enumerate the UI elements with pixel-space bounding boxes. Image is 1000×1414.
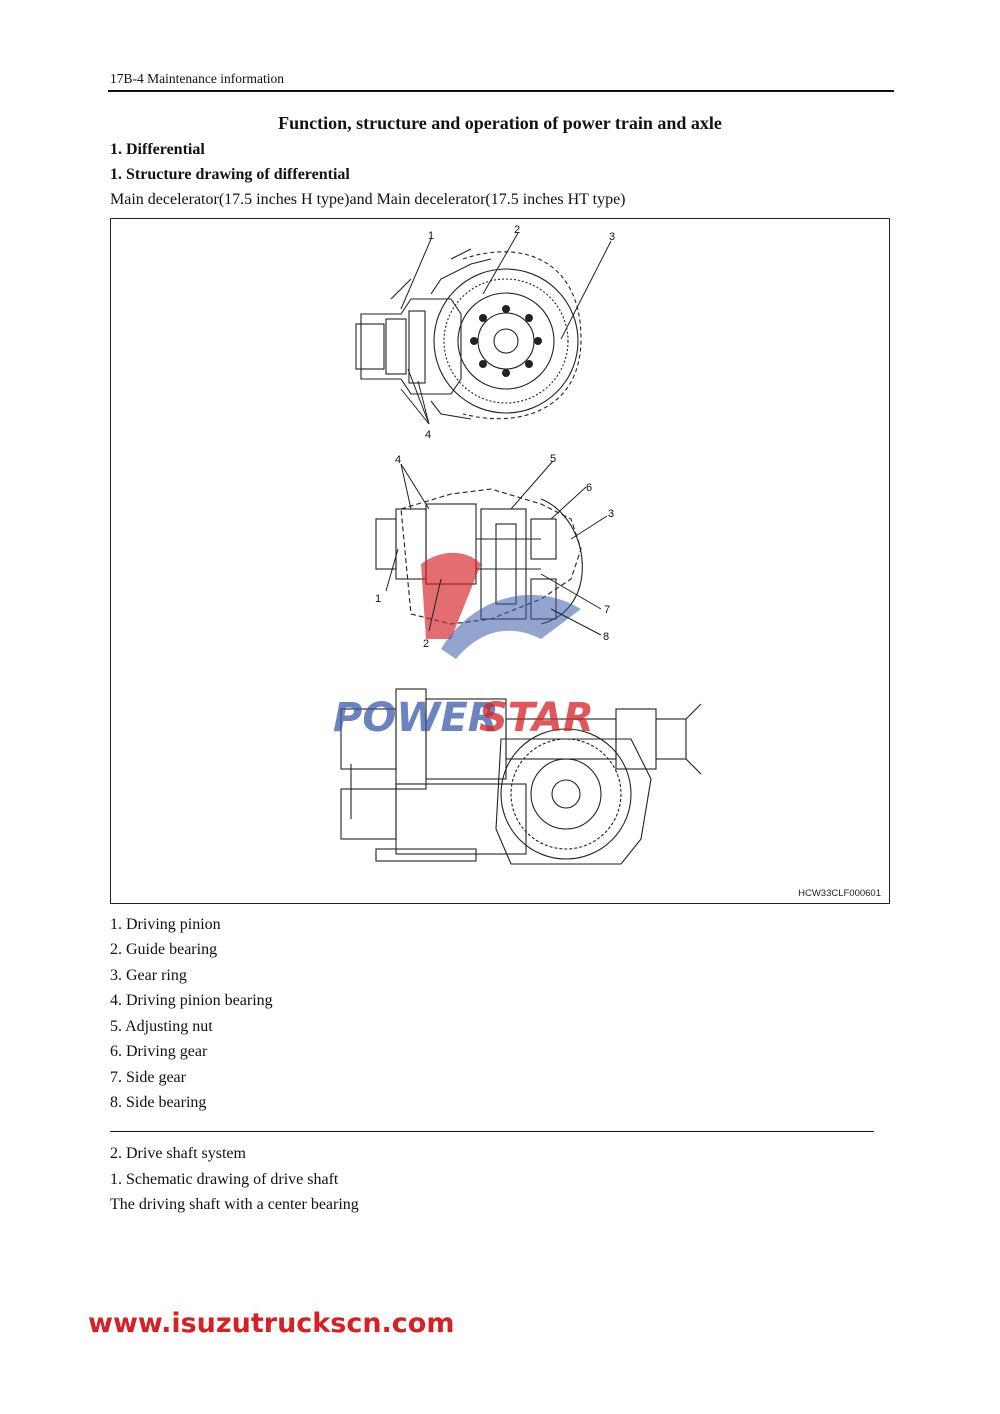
legend-item: 1. Driving pinion — [110, 916, 221, 933]
callout-top-1: 1 — [428, 230, 434, 242]
legend-item: 7. Side gear — [110, 1069, 186, 1086]
drive-shaft-description: The driving shaft with a center bearing — [110, 1196, 359, 1213]
callout-mid-4: 4 — [395, 454, 401, 466]
callout-mid-2: 2 — [423, 638, 429, 650]
subheading-drive-shaft-schematic: 1. Schematic drawing of drive shaft — [110, 1171, 339, 1188]
logo-star-text: STAR — [479, 695, 594, 741]
callout-mid-3: 3 — [608, 508, 614, 520]
callout-mid-5: 5 — [550, 453, 556, 465]
legend-item: 8. Side bearing — [110, 1094, 207, 1111]
logo-power-text: POWER — [333, 695, 499, 741]
legend-item: 5. Adjusting nut — [110, 1018, 213, 1035]
powerstar-logo: POWER STAR — [333, 552, 594, 741]
section-divider — [110, 1131, 874, 1132]
differential-drawing: POWER STAR 1 2 3 4 4 5 — [333, 224, 702, 865]
bottom-drawing — [340, 688, 702, 865]
legend-item: 6. Driving gear — [110, 1043, 208, 1060]
callout-mid-6: 6 — [586, 482, 592, 494]
figure-caption: Main decelerator(17.5 inches H type)and … — [110, 191, 626, 208]
callout-mid-1: 1 — [375, 593, 381, 605]
callout-top-3: 3 — [609, 231, 615, 243]
callout-mid-7: 7 — [604, 604, 610, 616]
callout-top-2: 2 — [514, 224, 520, 236]
section-heading-drive-shaft: 2. Drive shaft system — [110, 1145, 246, 1162]
differential-structure-figure: POWER STAR 1 2 3 4 4 5 — [110, 218, 890, 904]
subheading-structure-drawing: 1. Structure drawing of differential — [110, 166, 350, 183]
top-drawing — [355, 248, 582, 420]
section-heading-differential: 1. Differential — [110, 141, 205, 158]
website-watermark: www.isuzutruckscn.com — [88, 1308, 455, 1339]
header-rule — [108, 90, 894, 92]
page-header: 17B-4 Maintenance information — [110, 71, 284, 86]
callout-top-4: 4 — [425, 429, 431, 441]
legend-item: 3. Gear ring — [110, 967, 187, 984]
legend-item: 4. Driving pinion bearing — [110, 992, 273, 1009]
figure-code: HCW33CLF000601 — [798, 888, 881, 899]
callout-mid-8: 8 — [603, 631, 609, 643]
page-title: Function, structure and operation of pow… — [278, 113, 722, 133]
legend-item: 2. Guide bearing — [110, 941, 218, 958]
